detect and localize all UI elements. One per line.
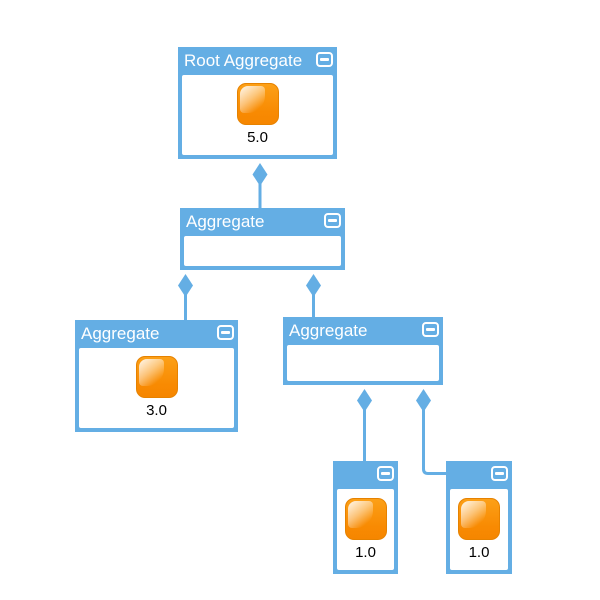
node-aggregate-right[interactable]: Aggregate bbox=[283, 317, 443, 385]
edge-aggregate-right-to-leaf-2[interactable] bbox=[416, 389, 448, 475]
node-header bbox=[333, 461, 398, 489]
aggregation-diamond-icon bbox=[252, 163, 268, 186]
gloss-highlight bbox=[138, 359, 164, 386]
aggregation-diamond-icon bbox=[416, 389, 431, 412]
node-aggregate-mid[interactable]: Aggregate bbox=[180, 208, 345, 270]
node-header: Aggregate bbox=[180, 208, 345, 236]
node-value-label: 5.0 bbox=[247, 129, 268, 146]
edge-root-to-aggregate-mid[interactable] bbox=[252, 163, 268, 211]
node-body bbox=[287, 345, 439, 381]
node-leaf-1[interactable]: 1.0 bbox=[333, 461, 398, 574]
edge-aggregate-right-to-leaf-1[interactable] bbox=[357, 389, 372, 464]
minus-icon bbox=[426, 328, 435, 331]
node-body bbox=[184, 236, 341, 266]
gloss-highlight bbox=[461, 500, 486, 528]
minus-icon bbox=[320, 58, 329, 61]
node-header: Root Aggregate bbox=[178, 47, 337, 75]
aggregation-diamond-icon bbox=[306, 274, 321, 297]
aggregate-item-icon bbox=[344, 497, 387, 540]
node-title: Root Aggregate bbox=[184, 51, 303, 70]
node-body: 5.0 bbox=[182, 75, 333, 155]
gloss-highlight bbox=[347, 500, 373, 528]
minus-icon bbox=[381, 472, 390, 475]
minus-icon bbox=[495, 472, 504, 475]
collapse-button[interactable] bbox=[491, 466, 508, 481]
node-header: Aggregate bbox=[283, 317, 443, 345]
gloss-highlight bbox=[239, 86, 265, 113]
collapse-button[interactable] bbox=[377, 466, 394, 481]
edge-aggregate-mid-to-aggregate-right[interactable] bbox=[306, 274, 321, 320]
node-title: Aggregate bbox=[289, 321, 368, 340]
node-header: Aggregate bbox=[75, 320, 238, 348]
aggregate-item-icon bbox=[135, 356, 178, 398]
edge-line bbox=[422, 409, 448, 475]
node-value-label: 3.0 bbox=[146, 402, 167, 419]
node-header bbox=[446, 461, 512, 489]
node-aggregate-left[interactable]: Aggregate 3.0 bbox=[75, 320, 238, 432]
node-root-aggregate[interactable]: Root Aggregate 5.0 bbox=[178, 47, 337, 159]
collapse-button[interactable] bbox=[316, 52, 333, 67]
node-body: 1.0 bbox=[337, 489, 394, 570]
collapse-button[interactable] bbox=[324, 213, 341, 228]
node-leaf-2[interactable]: 1.0 bbox=[446, 461, 512, 574]
node-title: Aggregate bbox=[186, 212, 265, 231]
collapse-button[interactable] bbox=[422, 322, 439, 337]
aggregation-diamond-icon bbox=[178, 274, 193, 297]
node-value-label: 1.0 bbox=[468, 543, 490, 561]
aggregate-item-icon bbox=[458, 497, 500, 540]
minus-icon bbox=[221, 331, 230, 334]
aggregation-diamond-icon bbox=[357, 389, 372, 412]
node-body: 1.0 bbox=[450, 489, 508, 570]
node-title: Aggregate bbox=[81, 324, 160, 343]
edge-aggregate-mid-to-aggregate-left[interactable] bbox=[178, 274, 193, 323]
collapse-button[interactable] bbox=[217, 325, 234, 340]
aggregate-item-icon bbox=[236, 83, 279, 125]
node-value-label: 1.0 bbox=[355, 543, 376, 561]
node-body: 3.0 bbox=[79, 348, 234, 428]
minus-icon bbox=[328, 219, 337, 222]
